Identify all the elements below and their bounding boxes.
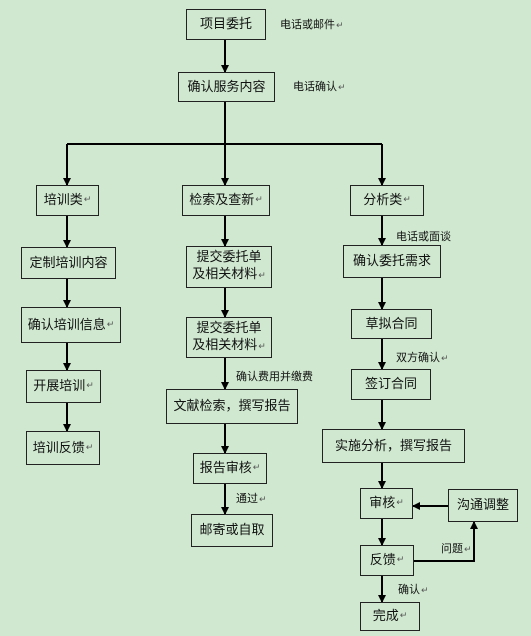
note-phone-confirm: 电话确认↵ xyxy=(293,80,346,93)
box-project-entrust: 项目委托 xyxy=(186,9,266,40)
note-both-confirm: 双方确认↵ xyxy=(396,351,449,364)
box-report-review: 报告审核↵ xyxy=(193,453,267,484)
box-draft-contract: 草拟合同 xyxy=(351,309,432,339)
box-done: 完成↵ xyxy=(360,602,420,631)
note-phone-or-email: 电话或邮件↵ xyxy=(280,18,344,31)
box-search-submit-1: 提交委托单 及相关材料↵ xyxy=(186,246,272,288)
box-literature-search: 文献检索，撰写报告 xyxy=(166,389,298,424)
box-training-category: 培训类↵ xyxy=(36,185,99,216)
box-training-step-2: 确认培训信息↵ xyxy=(21,307,121,343)
box-search-category: 检索及查新↵ xyxy=(182,185,270,216)
box-search-submit-2: 提交委托单 及相关材料↵ xyxy=(186,317,272,358)
box-sign-contract: 签订合同 xyxy=(351,369,431,400)
note-confirm-fee: 确认费用并缴费 xyxy=(236,370,313,383)
note-phone-or-meet: 电话或面谈 xyxy=(396,230,451,243)
note-confirm: 确认↵ xyxy=(398,583,429,596)
box-communicate: 沟通调整 xyxy=(448,489,518,522)
box-confirm-need: 确认委托需求 xyxy=(343,245,441,278)
box-feedback: 反馈↵ xyxy=(360,545,414,576)
box-implement-analysis: 实施分析，撰写报告 xyxy=(322,429,465,463)
box-confirm-service: 确认服务内容 xyxy=(178,72,275,102)
box-audit: 审核↵ xyxy=(360,488,413,519)
arrow-feedback-to-communicate xyxy=(414,521,478,562)
box-delivery: 邮寄或自取 xyxy=(191,514,273,547)
note-pass: 通过↵ xyxy=(236,492,267,505)
box-training-step-4: 培训反馈↵ xyxy=(26,431,100,465)
note-issue: 问题↵ xyxy=(441,542,472,555)
box-training-step-3: 开展培训↵ xyxy=(26,370,101,403)
box-analysis-category: 分析类↵ xyxy=(350,185,424,216)
box-training-step-1: 定制培训内容 xyxy=(21,247,116,279)
